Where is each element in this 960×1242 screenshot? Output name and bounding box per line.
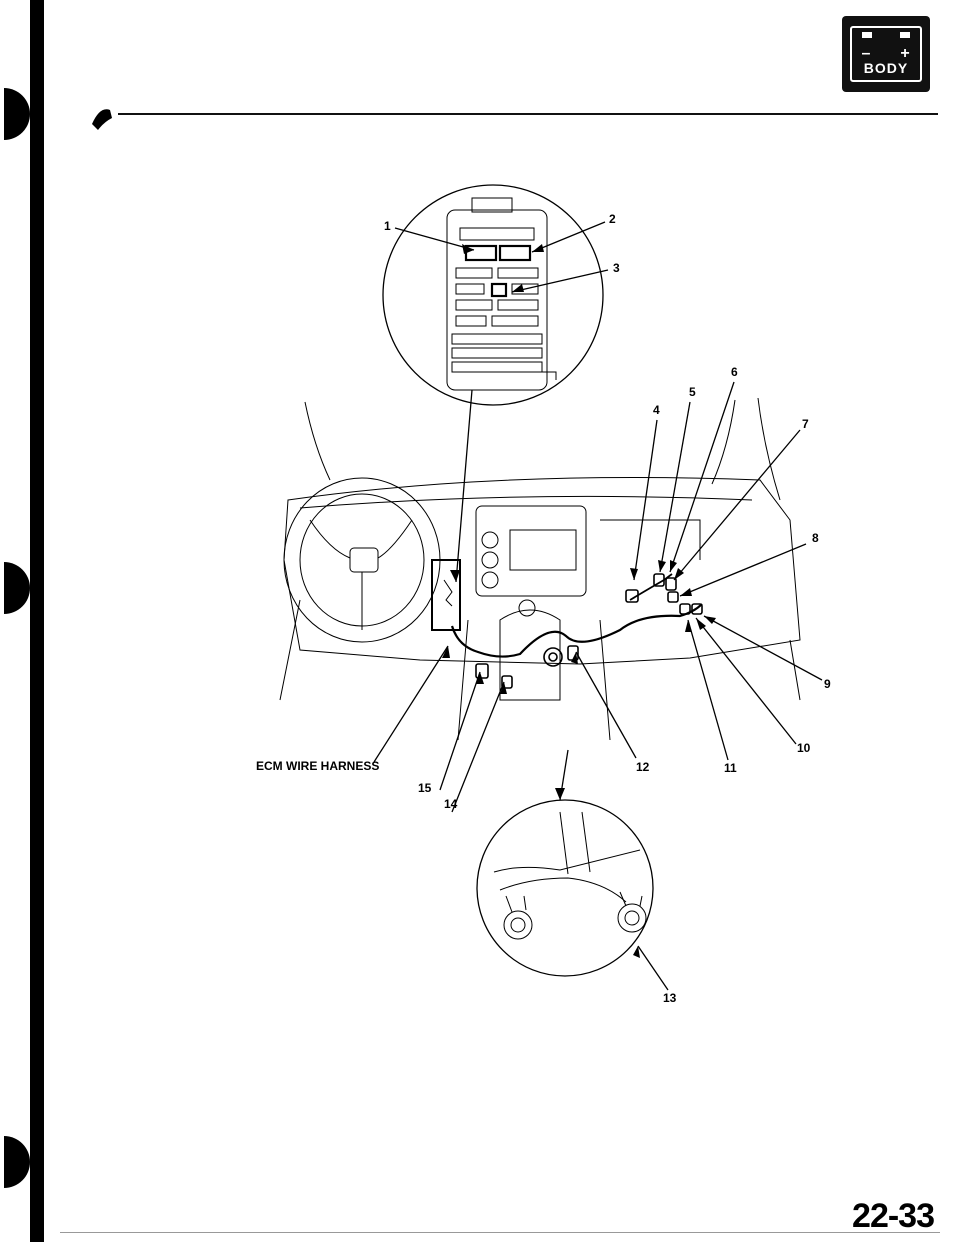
callout-2: 2 — [609, 212, 616, 226]
sensor-detail — [493, 811, 647, 940]
header-mark — [92, 109, 112, 130]
callout-1: 1 — [384, 219, 391, 233]
binding-bar — [30, 0, 44, 1242]
battery-plus: + — [900, 45, 909, 62]
page-number: 22-33 — [852, 1197, 935, 1235]
connectors — [475, 573, 703, 689]
callout-14: 14 — [444, 797, 458, 811]
callout-7: 7 — [802, 417, 809, 431]
callout-11: 11 — [724, 761, 737, 775]
diagram-lines — [279, 184, 823, 991]
callout-8: 8 — [812, 531, 819, 545]
callout-12: 12 — [636, 760, 650, 774]
arrowheads — [442, 244, 716, 958]
callout-6: 6 — [731, 365, 738, 379]
fuse-box-detail-circle — [382, 184, 604, 406]
callout-9: 9 — [824, 677, 831, 691]
battery-icon: – + BODY — [850, 26, 922, 82]
ecm-wire-harness — [450, 603, 703, 658]
callout-3: 3 — [613, 261, 620, 275]
sensor-detail-circle — [476, 799, 654, 977]
dashboard-outline — [279, 397, 801, 741]
callout-10: 10 — [797, 741, 811, 755]
header-decoration — [92, 109, 112, 130]
callout-13: 13 — [663, 991, 677, 1005]
fuse-box-icon — [446, 197, 557, 391]
callout-5: 5 — [689, 385, 696, 399]
section-badge: – + BODY — [842, 16, 930, 92]
bottom-rule — [60, 1232, 940, 1233]
ecm-wire-harness-label: ECM WIRE HARNESS — [256, 759, 379, 773]
battery-minus: – — [862, 45, 871, 62]
callout-15: 15 — [418, 781, 432, 795]
badge-label: BODY — [863, 60, 909, 76]
callout-4: 4 — [653, 403, 660, 417]
header-rule — [118, 113, 938, 115]
